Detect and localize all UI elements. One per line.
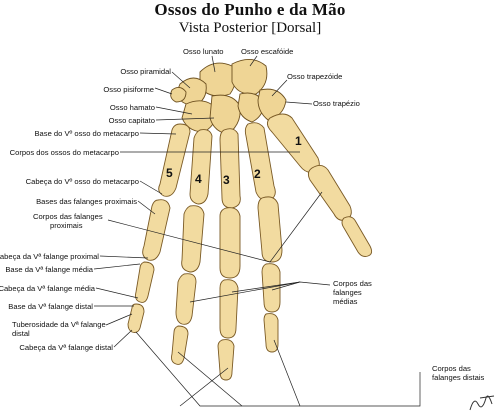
label-cabeca-v-falange-proximal: Cabeça da Vª falange proximal xyxy=(0,252,99,261)
label-corpos-falanges-proximais-2: proximais xyxy=(50,221,83,230)
metacarpal-number-2: 2 xyxy=(254,167,261,181)
label-corpos-falanges-medias-2: falanges xyxy=(333,288,362,297)
label-trapezoide: Osso trapezóide xyxy=(287,72,342,81)
leader-lines xyxy=(93,55,421,407)
index-distal-phalanx xyxy=(263,313,279,353)
index-middle-phalanx xyxy=(261,263,281,313)
little-proximal-phalanx xyxy=(142,199,171,261)
ring-distal-phalanx xyxy=(171,325,189,365)
label-corpos-falanges-distais-1: Corpos das xyxy=(432,364,471,373)
middle-distal-phalanx xyxy=(217,339,235,381)
middle-proximal-phalanx xyxy=(219,207,241,279)
index-finger-bones xyxy=(244,122,283,353)
ring-proximal-phalanx xyxy=(181,205,205,273)
middle-middle-phalanx xyxy=(219,279,239,339)
carpal-bones xyxy=(170,59,287,135)
label-base-v-falange-media: Base da Vª falange média xyxy=(5,265,93,274)
middle-finger-bones xyxy=(217,128,241,381)
label-tuberosidade-2: distal xyxy=(12,329,30,338)
metacarpal-5 xyxy=(158,123,191,197)
label-corpos-metacarpo: Corpos dos ossos do metacarpo xyxy=(10,148,119,157)
label-corpos-falanges-medias-1: Corpos das xyxy=(333,279,372,288)
label-cabeca-v-metacarpo: Cabeça do Vº osso do metacarpo xyxy=(26,177,139,186)
ring-finger-bones xyxy=(171,129,213,365)
label-bases-falanges-proximais: Bases das falanges proximais xyxy=(36,197,137,206)
metacarpal-number-5: 5 xyxy=(166,166,173,180)
label-capitato: Osso capitato xyxy=(109,116,155,125)
label-lunato: Osso lunato xyxy=(183,47,224,56)
label-corpos-falanges-proximais-1: Corpos das falanges xyxy=(33,212,103,221)
capitate-bone xyxy=(209,94,241,135)
metacarpal-number-3: 3 xyxy=(223,173,230,187)
metacarpal-1 xyxy=(267,113,320,173)
label-base-v-metacarpo: Base do Vº osso do metacarpo xyxy=(34,129,139,138)
metacarpal-number-4: 4 xyxy=(195,172,202,186)
little-middle-phalanx xyxy=(135,261,155,303)
label-tuberosidade-1: Tuberosidade da Vª falange xyxy=(12,320,106,329)
index-proximal-phalanx xyxy=(257,196,283,263)
label-hamato: Osso hamato xyxy=(110,103,155,112)
page-title: Ossos do Punho e da Mão xyxy=(154,0,346,19)
metacarpal-2 xyxy=(244,122,276,201)
label-escafoide: Osso escafóide xyxy=(241,47,293,56)
labels: Osso lunato Osso escafóide Osso piramida… xyxy=(0,47,485,382)
thumb-distal-phalanx xyxy=(341,216,373,257)
label-cabeca-v-falange-distal: Cabeça da Vª falange distal xyxy=(19,343,113,352)
label-trapezio: Osso trapézio xyxy=(313,99,360,108)
label-base-v-falange-distal: Base da Vª falange distal xyxy=(8,302,93,311)
label-pisiforme: Osso pisiforme xyxy=(103,85,154,94)
label-piramidal: Osso piramidal xyxy=(120,67,171,76)
pisiform-bone xyxy=(170,87,187,103)
page-subtitle: Vista Posterior [Dorsal] xyxy=(178,20,322,36)
little-distal-phalanx xyxy=(127,303,145,333)
scaphoid-bone xyxy=(231,59,268,95)
ring-middle-phalanx xyxy=(175,273,197,325)
thumb-proximal-phalanx xyxy=(307,165,352,221)
artist-signature xyxy=(469,395,495,411)
metacarpal-4 xyxy=(189,129,213,205)
label-cabeca-v-falange-media: Cabeça da Vª falange média xyxy=(0,284,96,293)
metacarpal-number-1: 1 xyxy=(295,134,302,148)
thumb-bones xyxy=(267,113,373,257)
metacarpal-3 xyxy=(219,128,241,209)
label-corpos-falanges-distais-2: falanges distais xyxy=(432,373,485,382)
trapezoid-bone xyxy=(237,92,265,123)
label-corpos-falanges-medias-3: médias xyxy=(333,297,358,306)
little-finger-bones xyxy=(127,123,191,333)
